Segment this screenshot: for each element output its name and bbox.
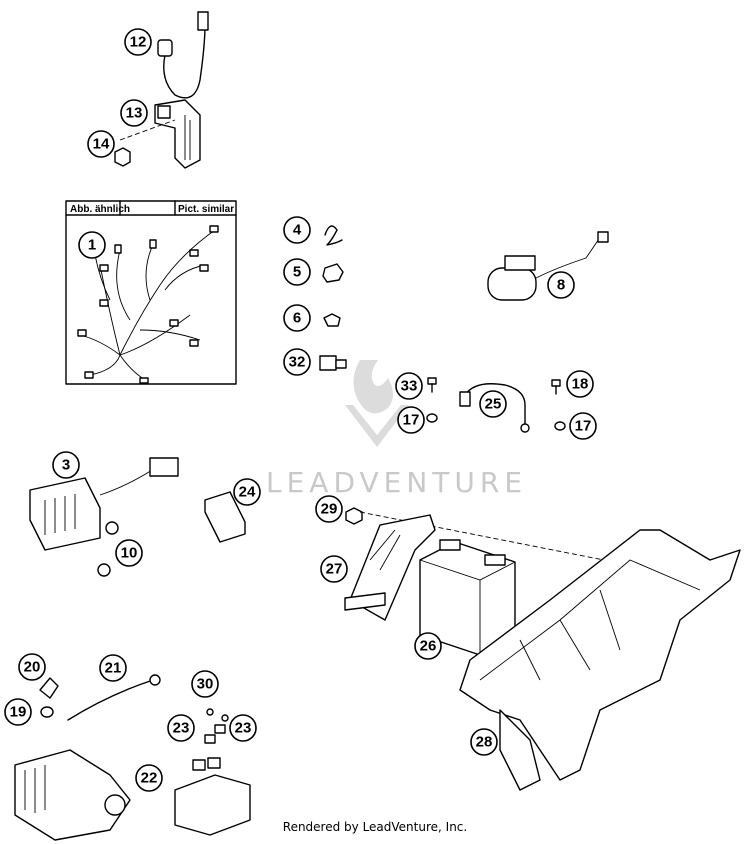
part-12-sensor [157,11,209,99]
callout-5[interactable]: 5 [283,258,311,286]
callout-27[interactable]: 27 [320,555,348,583]
part-26-battery [419,539,516,656]
part-32-connector [319,355,347,371]
svg-text:27: 27 [326,561,343,578]
svg-text:6: 6 [293,310,301,327]
callout-14[interactable]: 14 [87,130,115,158]
svg-text:33: 33 [401,378,418,395]
svg-text:3: 3 [62,457,70,474]
part-23-fuses [204,724,226,744]
part-28-battery-tray [459,529,741,791]
svg-text:24: 24 [239,484,256,501]
part-8-starter-relay [487,231,609,301]
svg-text:22: 22 [141,770,158,787]
svg-text:17: 17 [575,418,592,435]
inset-label-left: Abb. ähnlich [70,204,130,215]
part-14-bolt [114,147,131,167]
svg-text:20: 20 [24,659,41,676]
part-29-nut [345,507,681,576]
part-24-cover [204,491,246,543]
wiring-harness [77,225,219,384]
callout-8[interactable]: 8 [547,271,575,299]
part-6-clip [323,313,341,327]
starter-motor [14,749,131,841]
svg-text:29: 29 [321,501,338,518]
callout-23-left[interactable]: 23 [167,714,195,742]
svg-text:26: 26 [420,638,437,655]
part-10-screws [97,521,119,577]
callout-25[interactable]: 25 [479,390,507,418]
watermark-text: LEADVENTURE [266,466,527,499]
part-25-cable [459,383,530,433]
svg-text:30: 30 [197,676,214,693]
svg-text:25: 25 [485,396,502,413]
callout-28[interactable]: 28 [470,728,498,756]
callout-33[interactable]: 33 [395,372,423,400]
svg-text:23: 23 [173,720,190,737]
part-4-cable-tie [324,225,343,246]
callout-1[interactable]: 1 [78,231,106,259]
callout-6[interactable]: 6 [283,304,311,332]
callout-32[interactable]: 32 [283,348,311,376]
svg-text:18: 18 [572,376,589,393]
callout-18[interactable]: 18 [566,370,594,398]
callout-13[interactable]: 13 [120,99,148,127]
part-5-clip [322,263,344,283]
part-33-bolt [427,377,437,393]
callout-22[interactable]: 22 [135,764,163,792]
part-3-regulator [29,457,179,551]
callout-17-right[interactable]: 17 [569,412,597,440]
callout-17-left[interactable]: 17 [397,406,425,434]
part-17-nut-left [426,413,438,423]
callout-30[interactable]: 30 [191,670,219,698]
callout-19[interactable]: 19 [4,698,32,726]
inset-label-right: Pict. similar [178,204,234,215]
callout-26[interactable]: 26 [414,632,442,660]
part-22-relay [174,757,251,836]
callout-4[interactable]: 4 [283,216,311,244]
footer-credit: Rendered by LeadVenture, Inc. [282,820,468,834]
part-17-nut-right [554,421,566,431]
svg-text:21: 21 [105,660,122,677]
svg-text:12: 12 [130,34,147,51]
svg-text:19: 19 [10,704,27,721]
callout-12[interactable]: 12 [124,28,152,56]
svg-text:32: 32 [289,354,306,371]
svg-text:4: 4 [293,222,302,239]
svg-text:8: 8 [557,277,565,294]
svg-text:14: 14 [93,136,110,153]
part-20-cap [39,677,59,699]
part-27-battery-holder [344,514,436,621]
svg-text:28: 28 [476,734,493,751]
svg-text:17: 17 [403,412,420,429]
svg-text:1: 1 [88,237,96,254]
watermark: LEADVENTURE [266,360,527,499]
callout-3[interactable]: 3 [52,451,80,479]
callout-24[interactable]: 24 [233,478,261,506]
callout-23-right[interactable]: 23 [229,714,257,742]
callout-20[interactable]: 20 [18,653,46,681]
part-30-screws [206,708,229,722]
part-13-bracket [119,99,201,169]
part-18-bolt [551,379,561,395]
svg-text:10: 10 [121,545,138,562]
part-21-cable [67,674,161,721]
inset-harness-box: Abb. ähnlich Pict. similar [65,200,237,385]
svg-text:13: 13 [126,105,143,122]
callout-29[interactable]: 29 [315,495,343,523]
callout-10[interactable]: 10 [115,539,143,567]
svg-text:5: 5 [293,264,301,281]
svg-text:23: 23 [235,720,252,737]
part-19-nut [40,706,54,718]
callout-21[interactable]: 21 [99,654,127,682]
